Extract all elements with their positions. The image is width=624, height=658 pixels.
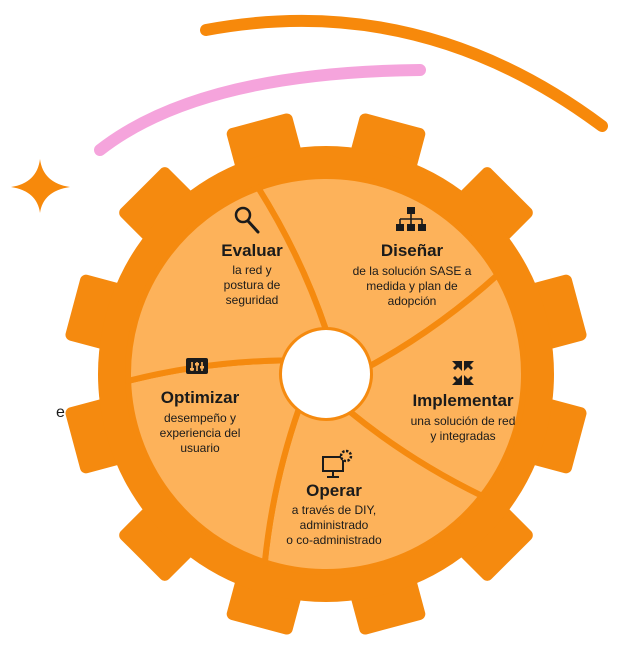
segment-desc-line: seguridad bbox=[226, 293, 279, 307]
stray-text-fragment: e bbox=[56, 404, 65, 421]
arrows-converge-icon bbox=[452, 361, 474, 385]
segment-desc-line: usuario bbox=[180, 441, 220, 455]
segment-desc-line: y integradas bbox=[430, 429, 495, 443]
segment-title: Operar bbox=[306, 481, 362, 500]
segment-desc-line: a través de DIY, bbox=[292, 503, 377, 517]
gear-hub bbox=[282, 330, 370, 418]
segment-desc-line: postura de bbox=[224, 278, 281, 292]
segment-desc-line: adopción bbox=[388, 294, 437, 308]
sliders-icon bbox=[186, 358, 208, 374]
segment-evaluar: Evaluar la red y postura de seguridad bbox=[221, 206, 283, 307]
segment-desc-line: medida y plan de bbox=[366, 279, 458, 293]
monitor-gear-icon bbox=[322, 449, 353, 478]
segment-desc-line: desempeño y bbox=[164, 411, 236, 425]
segment-desc-line: la red y bbox=[232, 263, 271, 277]
hierarchy-icon bbox=[396, 207, 426, 231]
segment-desc-line: administrado bbox=[300, 518, 369, 532]
segment-desc-line: de la solución SASE a bbox=[353, 264, 472, 278]
segment-operar: Operar a través de DIY, administrado o c… bbox=[286, 449, 382, 547]
segment-desc-line: experiencia del bbox=[160, 426, 241, 440]
segment-desc-line: una solución de red bbox=[411, 414, 516, 428]
segment-desc-line: o co-administrado bbox=[286, 533, 382, 547]
segment-title: Implementar bbox=[412, 391, 513, 410]
segment-title: Evaluar bbox=[221, 241, 283, 260]
segment-title: Diseñar bbox=[381, 241, 444, 260]
sparkle-icon bbox=[11, 159, 70, 213]
magnifier-icon bbox=[234, 206, 260, 234]
pink-arc bbox=[94, 64, 426, 156]
gear-segments bbox=[125, 173, 527, 575]
segment-title: Optimizar bbox=[161, 388, 240, 407]
segment-optimizar: Optimizar desempeño y experiencia del us… bbox=[160, 358, 241, 455]
segment-disenar: Diseñar de la solución SASE a medida y p… bbox=[353, 207, 472, 308]
orange-arc bbox=[200, 14, 608, 132]
segment-implementar: Implementar una solución de red y integr… bbox=[411, 361, 516, 443]
